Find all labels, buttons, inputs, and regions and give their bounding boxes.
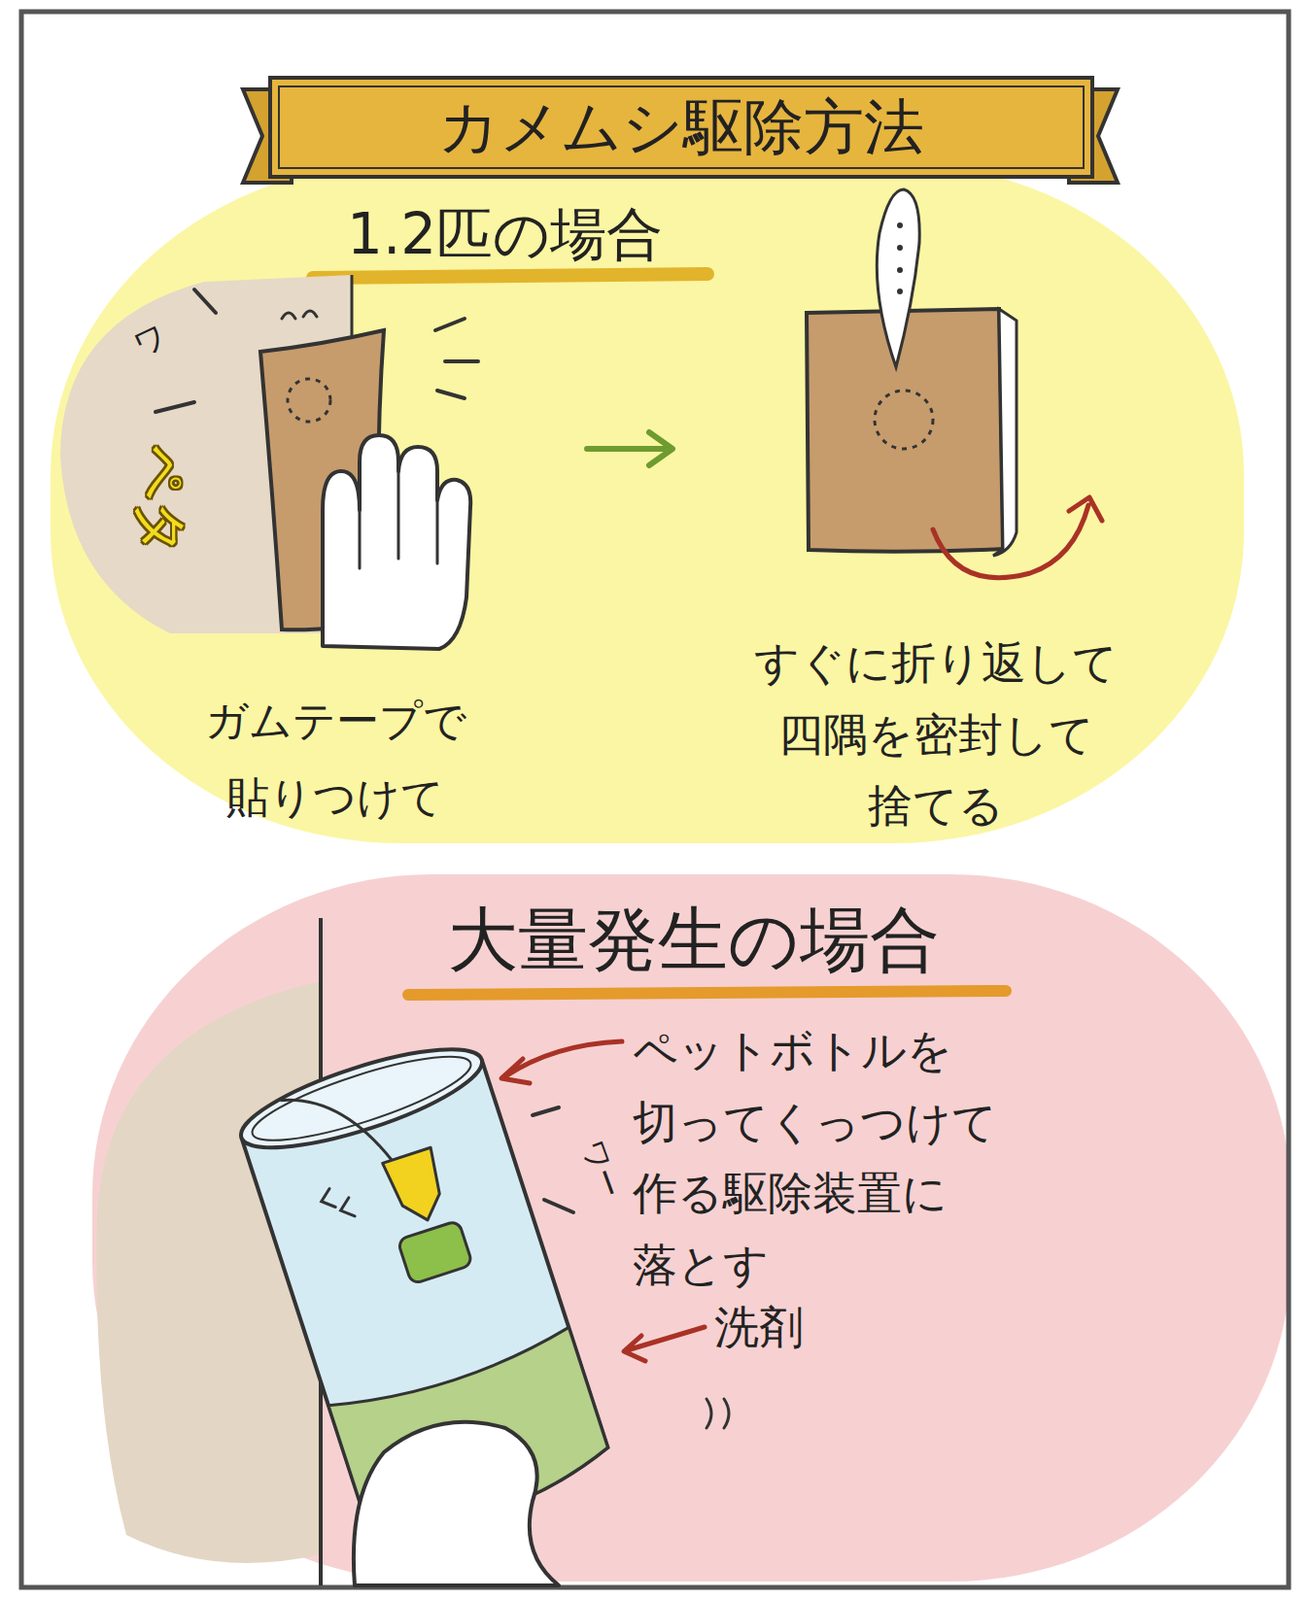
region-heading: 1.2匹の場合 bbox=[346, 202, 663, 268]
wall-bottle-trap-part-part bbox=[318, 1184, 355, 1226]
region-heading: 大量発生の場合 bbox=[448, 899, 940, 981]
page-frame bbox=[21, 11, 1289, 1588]
heading-underline bbox=[408, 991, 1006, 996]
note-text: 洗剤 bbox=[714, 1302, 804, 1354]
folded-tape-part bbox=[896, 244, 903, 251]
wrapper: ワ bbox=[134, 322, 167, 359]
region-fill bbox=[92, 874, 1291, 1583]
wrapper: 洗剤 bbox=[714, 1302, 804, 1354]
folded-tape-part bbox=[896, 288, 903, 295]
wall-bottle-trap-part-part bbox=[382, 1147, 452, 1229]
wall-bottle-trap-part-part bbox=[244, 1040, 478, 1157]
title-banner-part bbox=[270, 77, 1093, 177]
wall-tape-hand-part bbox=[287, 379, 331, 422]
wall-bottle-trap-part bbox=[623, 1327, 705, 1362]
wrapper: ガムテープで 貼りつけて bbox=[170, 682, 501, 836]
note-text: ペットボトルを 切ってくっつけて 作る駆除装置に 落とす bbox=[632, 1015, 1041, 1302]
wall-tape-hand bbox=[60, 275, 479, 650]
wall-bottle-trap-part-part bbox=[280, 1073, 393, 1188]
folded-tape-part bbox=[876, 189, 920, 368]
wrapper: カメムシ駆除方法 bbox=[438, 94, 925, 161]
wall-bottle-trap-part bbox=[353, 1422, 559, 1586]
folded-tape bbox=[806, 189, 1103, 579]
folded-tape-part bbox=[993, 309, 1017, 556]
folded-tape-part bbox=[896, 267, 903, 274]
note-text: ガムテープで 貼りつけて bbox=[170, 682, 501, 836]
folded-tape-part bbox=[806, 309, 1003, 552]
title-text: カメムシ駆除方法 bbox=[438, 94, 925, 161]
sound-effect: ペタ bbox=[130, 445, 193, 556]
wall-bottle-trap-part bbox=[706, 1399, 729, 1429]
wall-tape-hand-part bbox=[435, 318, 479, 399]
folded-tape-part bbox=[874, 390, 933, 449]
wrapper: すぐに折り返して 四隅を密封して 捨てる bbox=[707, 627, 1165, 843]
wall-bottle-trap-part bbox=[532, 1107, 574, 1213]
heading-underline bbox=[312, 274, 708, 278]
wall-tape-hand-part bbox=[322, 435, 471, 650]
region-fill bbox=[50, 163, 1244, 844]
folded-tape-part bbox=[932, 497, 1103, 579]
title-banner bbox=[242, 77, 1118, 183]
folded-tape-part bbox=[896, 222, 903, 229]
wall-tape-hand-part bbox=[350, 275, 354, 341]
title-banner-part bbox=[278, 86, 1084, 169]
sound-effect: ワ bbox=[128, 317, 173, 364]
wall-bottle-trap-part bbox=[501, 1041, 622, 1084]
step-arrow bbox=[586, 432, 673, 466]
wrapper: ワー bbox=[571, 1152, 631, 1187]
wrapper: ペットボトルを 切ってくっつけて 作る駆除装置に 落とす bbox=[632, 1015, 1041, 1302]
wall-tape-hand-part bbox=[359, 471, 438, 569]
wall-bottle-trap-part-part bbox=[231, 1030, 491, 1168]
wall-bottle-trap-part-part bbox=[397, 1220, 474, 1285]
wall-tape-hand-part bbox=[281, 310, 317, 319]
note-text: すぐに折り返して 四隅を密封して 捨てる bbox=[707, 627, 1165, 843]
wrapper: ペタ bbox=[105, 469, 217, 532]
